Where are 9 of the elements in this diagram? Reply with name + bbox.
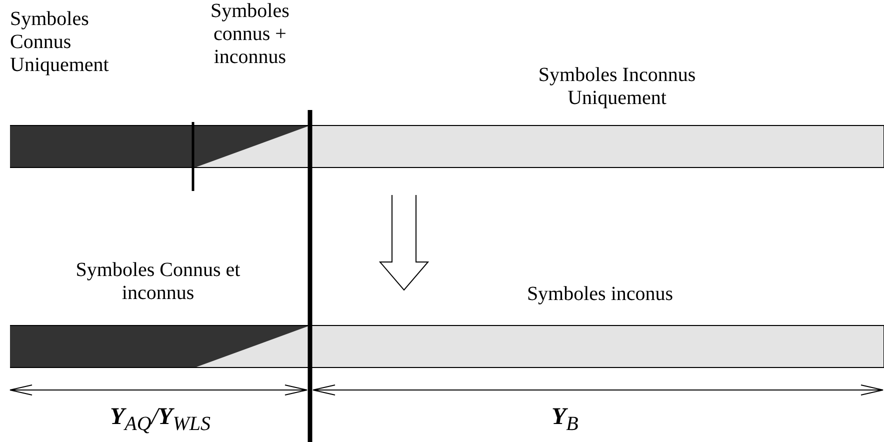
- region-label: Symboles inconus: [526, 283, 674, 306]
- signal-bar: [10, 125, 884, 168]
- region-label: Symboles Inconnus Uniquement: [537, 64, 697, 110]
- length-label: Y$_{B}$: [552, 403, 578, 437]
- length-label: Y$_{AQ}$/Y$_{WLS}$: [110, 403, 210, 437]
- signal-bar: [10, 325, 884, 368]
- region-label: Symboles connus + inconnus: [210, 0, 290, 69]
- region-label: Symboles Connus Uniquement: [10, 8, 109, 77]
- region-label: Symboles Connus et inconnus: [74, 259, 242, 305]
